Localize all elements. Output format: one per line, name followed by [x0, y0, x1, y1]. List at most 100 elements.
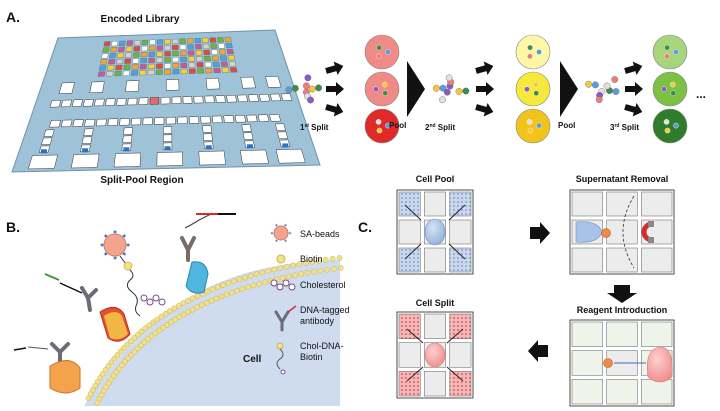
- channel-chamber: [234, 115, 246, 123]
- split-arrow-head: [475, 103, 494, 117]
- streptavidin-star: ✶: [288, 231, 292, 237]
- encoded-library-chip: [11, 29, 321, 173]
- channel-chamber: [149, 97, 160, 105]
- pool-cell: [439, 96, 446, 104]
- library-well: [141, 45, 148, 52]
- pool-cell: [455, 88, 463, 95]
- channel-chamber: [162, 134, 173, 142]
- lipid-head-outer: [134, 331, 141, 338]
- pool-2-label: Pool: [558, 121, 575, 130]
- channel-chamber: [123, 127, 133, 135]
- lipid-head-outer: [94, 378, 101, 385]
- microwell: [571, 379, 603, 405]
- microwell: [424, 313, 446, 339]
- continuation-ellipsis: ...: [696, 87, 706, 101]
- channel-chamber: [89, 81, 105, 94]
- library-well: [108, 59, 116, 65]
- library-well: [210, 43, 218, 49]
- droplet: [364, 34, 400, 70]
- droplet: [652, 71, 688, 107]
- library-well: [188, 62, 196, 68]
- split-arrow-head: [325, 103, 344, 117]
- pool-cell: [462, 87, 470, 95]
- lipid-head-inner: [311, 268, 317, 275]
- channel-chamber: [105, 98, 116, 106]
- library-well: [114, 70, 122, 77]
- streptavidin-star: ✶: [103, 232, 109, 240]
- lipid-head-inner: [279, 274, 286, 281]
- panel-c-label: C.: [358, 219, 372, 235]
- split-arrow: [624, 61, 643, 75]
- lipid-head-outer: [329, 256, 336, 262]
- panel-b-label: B.: [6, 219, 20, 235]
- split-arrow: [625, 82, 643, 96]
- library-well: [213, 67, 221, 74]
- lipid-head-outer: [242, 274, 248, 281]
- cell-pool-title: Cell Pool: [416, 174, 455, 184]
- lipid-head-inner: [156, 327, 162, 334]
- channel-chamber: [27, 154, 58, 170]
- diverge-arrow: [446, 328, 464, 344]
- droplet-cell: [375, 119, 382, 125]
- lipid-head-inner: [185, 309, 191, 315]
- pooled-cells: [424, 218, 446, 246]
- library-well: [229, 67, 238, 73]
- lipid-head-outer: [114, 352, 121, 358]
- channel-chamber: [182, 96, 193, 104]
- library-well: [211, 49, 219, 55]
- library-well: [172, 38, 179, 45]
- lipid-head-inner: [324, 266, 331, 273]
- lipid-head-outer: [209, 286, 216, 293]
- library-well: [156, 51, 163, 57]
- library-well: [139, 70, 147, 76]
- pool-cell: [595, 96, 603, 104]
- library-well: [97, 71, 106, 77]
- lipid-head-inner: [337, 265, 344, 271]
- library-well: [188, 68, 196, 74]
- library-well: [149, 39, 156, 45]
- microwell: [449, 219, 472, 245]
- channel-chamber: [60, 99, 73, 108]
- lipid-head-outer: [336, 255, 343, 261]
- library-well: [115, 64, 123, 71]
- diverge-arrow: [406, 328, 424, 344]
- library-well: [224, 36, 232, 43]
- library-well: [109, 53, 117, 59]
- split-arrow: [476, 82, 494, 96]
- streptavidin-star: ✶: [283, 239, 287, 245]
- cell-split-title: Cell Split: [416, 298, 455, 308]
- library-well: [131, 64, 139, 70]
- library-well: [122, 70, 130, 76]
- channel-chamber: [163, 126, 173, 134]
- lipid-head-inner: [262, 279, 268, 286]
- lipid-head-inner: [168, 319, 174, 326]
- sa-beads-icon: ✶✶✶✶✶✶: [270, 223, 292, 245]
- dna-tagged-antibody-icon: [274, 305, 297, 332]
- library-well: [211, 55, 220, 61]
- encoded-library-title: Encoded Library: [101, 14, 180, 25]
- streptavidin-star: ✶: [103, 251, 109, 259]
- cell-membrane: [85, 255, 344, 406]
- lipid-head-inner: [164, 322, 170, 328]
- library-well: [172, 44, 179, 51]
- pool-cell: [303, 82, 310, 90]
- channel-chamber: [269, 93, 282, 102]
- lipid-head-outer: [180, 300, 187, 307]
- split-1-label: 1st Split: [300, 123, 329, 132]
- legend: ✶✶✶✶✶✶ SA-beads Biotin Cholesterol DNA-t…: [270, 223, 350, 375]
- streptavidin-star: ✶: [112, 228, 118, 236]
- lipid-head-outer: [290, 262, 296, 269]
- library-well: [116, 52, 125, 59]
- reagent-introduction-grid: [569, 319, 675, 407]
- split-arrow: [475, 103, 494, 117]
- panel-a: A. Encoded Library Split-Pool Region 1st…: [6, 9, 706, 186]
- droplet-cell: [527, 53, 533, 60]
- pool-cell: [291, 84, 299, 92]
- channel-chamber: [58, 82, 75, 94]
- lipid-head-outer: [220, 282, 226, 288]
- library-well: [194, 37, 202, 44]
- supernatant-removal-title: Supernatant Removal: [576, 174, 669, 184]
- library-well: [111, 40, 119, 47]
- droplet-cell: [664, 44, 670, 51]
- library-well: [172, 69, 180, 75]
